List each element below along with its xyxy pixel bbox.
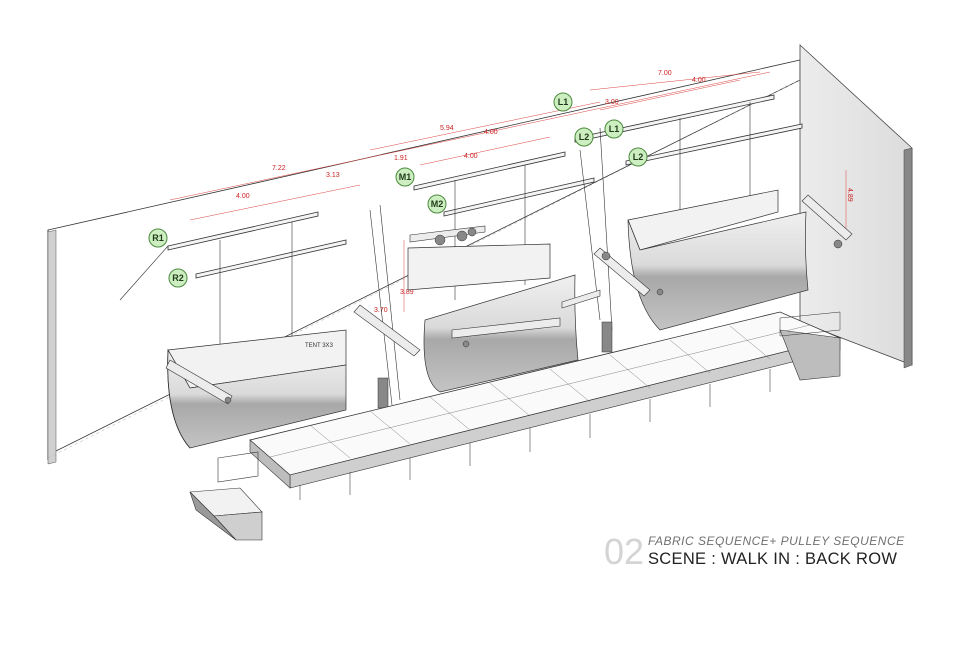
dim-label-313: 3.13 bbox=[326, 172, 340, 179]
dimension-labels: 7.00 4.00 3.00 5.94 4.00 4.00 1.91 7.22 … bbox=[236, 70, 853, 314]
fabric-panel-right bbox=[627, 189, 809, 331]
tag-m2: M2 bbox=[427, 194, 447, 214]
svg-text:L1: L1 bbox=[558, 97, 569, 107]
scene-number: 02 bbox=[604, 531, 645, 572]
dim-label-191: 1.91 bbox=[394, 155, 408, 162]
side-wall bbox=[799, 44, 913, 369]
dim-label-400-mid2: 4.00 bbox=[464, 153, 478, 160]
dim-label-700: 7.00 bbox=[658, 70, 672, 77]
svg-text:L2: L2 bbox=[633, 152, 644, 162]
dim-label-722: 7.22 bbox=[272, 165, 286, 172]
scene-subtitle: FABRIC SEQUENCE+ PULLEY SEQUENCE bbox=[648, 534, 905, 548]
dim-label-400-mid: 4.00 bbox=[484, 129, 498, 136]
pulley-rails bbox=[167, 94, 803, 279]
pulley-tags: L1 L1 L2 L2 M1 M2 R1 R2 bbox=[148, 92, 648, 288]
tag-l2-right: L2 bbox=[628, 147, 648, 167]
fabric-panel-left: TENT 3X3 bbox=[167, 329, 347, 449]
scene-caption: 02 FABRIC SEQUENCE+ PULLEY SEQUENCE SCEN… bbox=[604, 532, 944, 572]
dim-label-300: 3.00 bbox=[605, 99, 619, 106]
dim-label-370: 3.70 bbox=[374, 307, 388, 314]
scene-title: SCENE : WALK IN : BACK ROW bbox=[648, 550, 898, 568]
tag-l1-top: L1 bbox=[553, 92, 573, 112]
light-fixtures bbox=[224, 227, 843, 409]
tag-l2-mid: L2 bbox=[574, 127, 594, 147]
dim-label-400-right: 4.00 bbox=[692, 77, 706, 84]
svg-text:R1: R1 bbox=[152, 233, 164, 243]
stage-platform bbox=[217, 311, 842, 500]
tag-r1: R1 bbox=[148, 228, 168, 248]
svg-text:M1: M1 bbox=[399, 172, 412, 182]
svg-text:L1: L1 bbox=[609, 124, 620, 134]
dim-label-400-left: 4.00 bbox=[236, 193, 250, 200]
svg-text:M2: M2 bbox=[431, 199, 444, 209]
tag-l1-right: L1 bbox=[604, 119, 624, 139]
fabric-panel-middle bbox=[407, 243, 579, 393]
dimension-lines bbox=[169, 71, 847, 312]
trusses bbox=[165, 194, 853, 405]
dim-label-489: 4.89 bbox=[846, 188, 853, 202]
tag-m1: M1 bbox=[395, 167, 415, 187]
fabric-panels: TENT 3X3 bbox=[167, 189, 809, 449]
tent-label: TENT 3X3 bbox=[305, 343, 334, 349]
svg-text:R2: R2 bbox=[172, 273, 184, 283]
tag-r2: R2 bbox=[168, 268, 188, 288]
dim-label-389: 3.89 bbox=[400, 289, 414, 296]
svg-text:L2: L2 bbox=[579, 132, 590, 142]
dim-label-594: 5.94 bbox=[440, 125, 454, 132]
entrance-ramp bbox=[189, 487, 263, 541]
